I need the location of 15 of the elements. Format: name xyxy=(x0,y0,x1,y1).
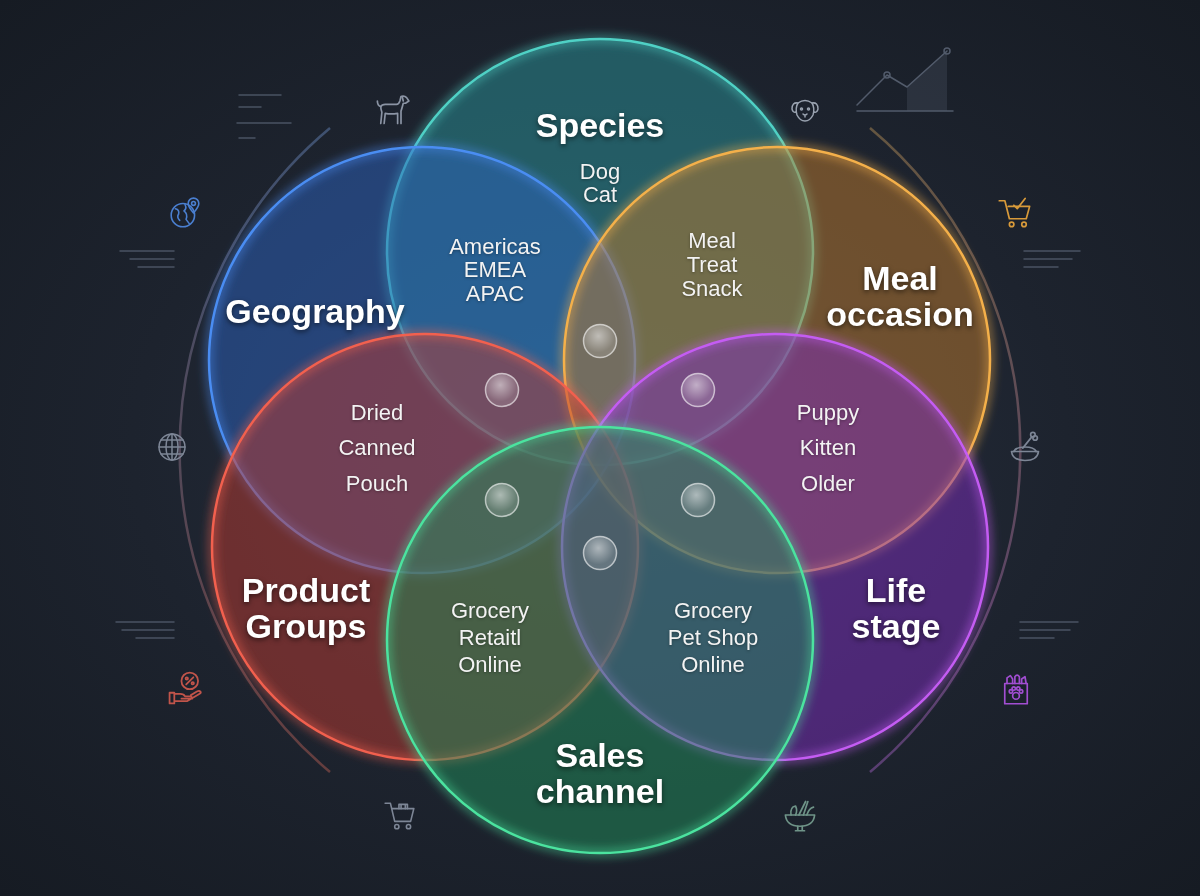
item-list: Puppy Kitten Older xyxy=(795,394,861,502)
item-list: Dog Cat xyxy=(578,160,622,207)
venn-circle xyxy=(562,145,992,575)
category-title: Geography xyxy=(224,292,406,330)
category-title: Meal occasion xyxy=(825,259,975,333)
category-title: Sales channel xyxy=(534,736,666,810)
category-title: Life stage xyxy=(850,571,942,645)
item-list: Americas EMEA APAC xyxy=(448,234,542,306)
item-list: Grocery Retaitl Online xyxy=(449,598,531,679)
item-list: Meal Treat Snack xyxy=(680,228,744,302)
venn-circle xyxy=(207,145,637,575)
category-title: Species xyxy=(534,106,666,144)
category-title: Product Groups xyxy=(240,571,372,645)
item-list: Dried Canned Pouch xyxy=(337,394,417,502)
item-list: Grocery Pet Shop Online xyxy=(666,598,760,679)
